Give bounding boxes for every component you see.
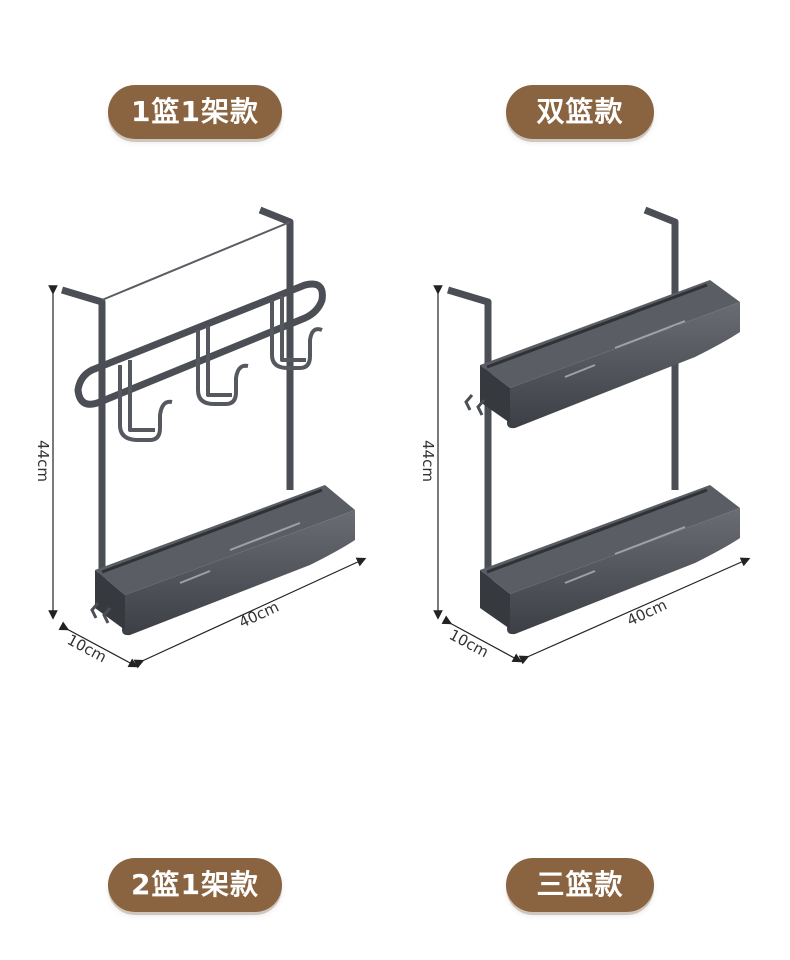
width-dimension-line — [518, 557, 751, 665]
variant-label-1-basket-1-rack[interactable]: 1篮1架款 — [108, 85, 282, 139]
height-label: 44cm — [34, 440, 52, 482]
depth-dimension-line — [58, 621, 139, 668]
width-label: 40cm — [236, 598, 282, 632]
height-label: 44cm — [419, 440, 437, 482]
product-image-double-basket: 44cm 10cm 40cm — [400, 190, 780, 690]
variant-label-double-basket[interactable]: 双篮款 — [506, 85, 654, 139]
depth-label: 10cm — [64, 631, 109, 667]
variant-label-2-basket-1-rack[interactable]: 2篮1架款 — [108, 858, 282, 912]
width-label: 40cm — [624, 596, 670, 630]
depth-dimension-line — [441, 615, 523, 663]
rack-with-hooks-illustration: 44cm 10cm 40cm — [34, 206, 367, 669]
double-basket-illustration: 44cm 10cm 40cm — [419, 206, 751, 665]
depth-label: 10cm — [446, 626, 491, 662]
product-image-basket-with-hook-rack: 44cm 10cm 40cm — [10, 190, 390, 690]
width-dimension-line — [133, 557, 367, 669]
variant-label-triple-basket[interactable]: 三篮款 — [506, 858, 654, 912]
